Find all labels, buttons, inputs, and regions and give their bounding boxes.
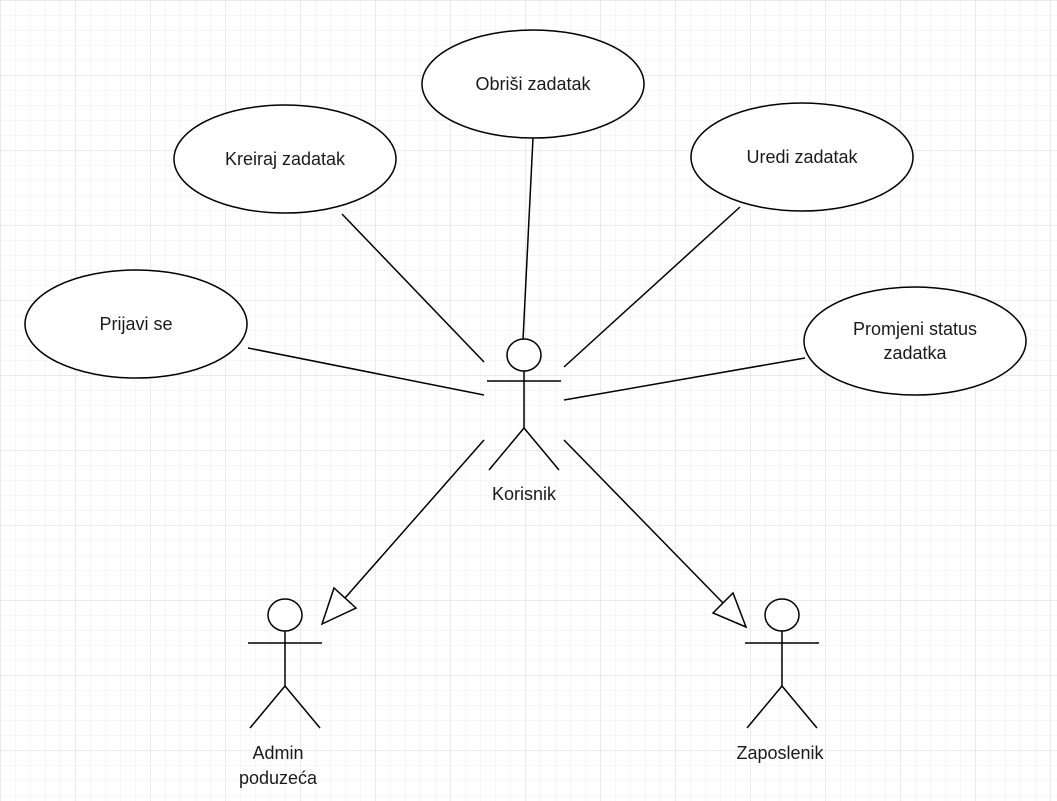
use-case-promjeni-label-line2: zadatka — [883, 343, 947, 363]
use-case-prijavi-ellipse — [24, 269, 248, 379]
use-case-promjeni-ellipse — [803, 286, 1027, 396]
use-case-kreiraj-label: Kreiraj zadatak — [225, 149, 346, 169]
actor-zaposlenik[interactable]: Zaposlenik — [736, 598, 825, 763]
generalization-line-zaposlenik — [563, 439, 724, 604]
generalizations — [320, 439, 748, 629]
actor-korisnik[interactable]: Korisnik — [487, 338, 561, 504]
actor-admin[interactable]: Admin poduzeća — [239, 598, 322, 788]
use-case-uredi[interactable]: Uredi zadatak — [690, 102, 914, 212]
actor-zaposlenik-leg-right — [781, 685, 818, 729]
use-case-uredi-label: Uredi zadatak — [746, 147, 858, 167]
association-prijavi — [247, 347, 485, 396]
actor-zaposlenik-leg-left — [746, 685, 783, 729]
use-case-obrisi-label: Obriši zadatak — [475, 74, 591, 94]
actor-admin-label-line1: Admin — [252, 743, 303, 763]
generalization-line-admin — [344, 439, 485, 599]
actor-zaposlenik-head — [764, 598, 800, 632]
use-case-uredi-ellipse — [690, 102, 914, 212]
use-case-kreiraj-ellipse — [173, 104, 397, 214]
association-obrisi — [522, 137, 534, 341]
use-case-promjeni[interactable]: Promjeni status zadatka — [803, 286, 1027, 396]
use-case-prijavi-label: Prijavi se — [99, 314, 172, 334]
actor-zaposlenik-label: Zaposlenik — [736, 743, 824, 763]
use-case-kreiraj[interactable]: Kreiraj zadatak — [173, 104, 397, 214]
association-kreiraj — [341, 213, 485, 363]
generalization-arrowhead-admin — [320, 586, 358, 626]
actor-admin-leg-right — [284, 685, 321, 729]
associations — [247, 137, 806, 401]
actor-admin-leg-left — [249, 685, 286, 729]
use-case-obrisi-ellipse — [421, 29, 645, 139]
actor-korisnik-head — [506, 338, 542, 372]
use-case-prijavi[interactable]: Prijavi se — [24, 269, 248, 379]
actor-korisnik-leg-left — [488, 427, 525, 471]
actor-admin-head — [267, 598, 303, 632]
use-case-promjeni-label-line1: Promjeni status — [853, 319, 977, 339]
actor-admin-label-line2: poduzeća — [239, 768, 318, 788]
actor-korisnik-label: Korisnik — [492, 484, 557, 504]
generalization-arrowhead-zaposlenik — [711, 591, 748, 629]
actor-korisnik-leg-right — [523, 427, 560, 471]
association-uredi — [563, 206, 741, 368]
use-case-obrisi[interactable]: Obriši zadatak — [421, 29, 645, 139]
association-promjeni — [563, 357, 806, 401]
